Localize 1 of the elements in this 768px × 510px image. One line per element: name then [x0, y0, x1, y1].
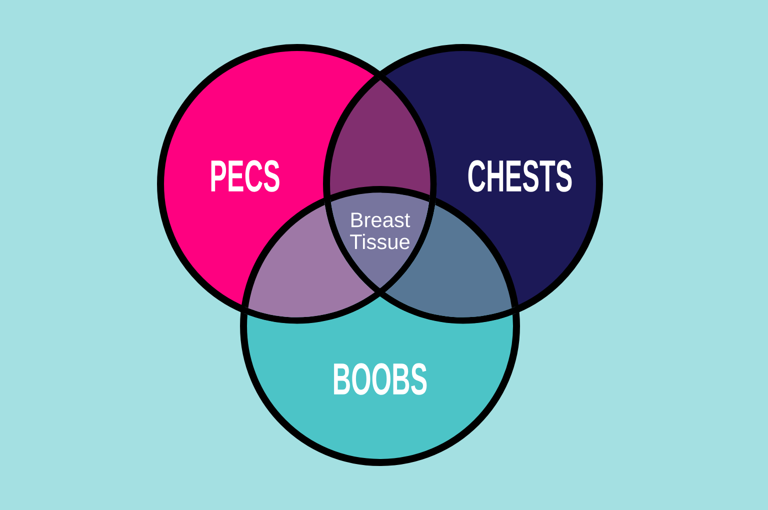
overlap-region: Breast Tissue: [327, 190, 433, 292]
